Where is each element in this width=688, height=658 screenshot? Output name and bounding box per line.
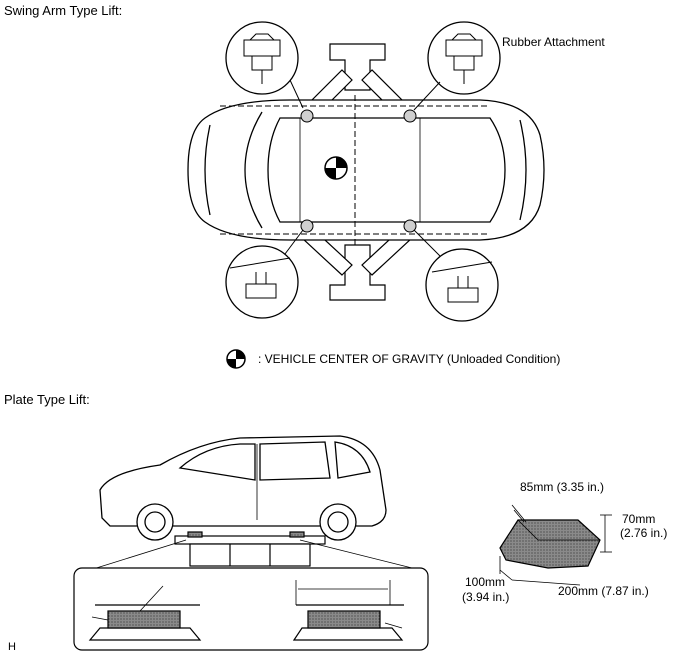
dim-height-in: (2.76 in.): [620, 526, 668, 540]
dim-depth-in: (3.94 in.): [462, 590, 510, 604]
lift-point-detail-icon: [225, 229, 499, 322]
dim-depth-mm: 100mm: [465, 575, 506, 589]
vehicle-top-view: [187, 99, 545, 241]
lift-pads: [300, 109, 417, 233]
dim-top-length: 85mm (3.35 in.): [520, 480, 605, 494]
plate-detail-box: [73, 567, 429, 651]
center-of-gravity-legend: : VEHICLE CENTER OF GRAVITY (Unloaded Co…: [258, 352, 561, 366]
swing-arm-title: Swing Arm Type Lift:: [4, 3, 123, 18]
lift-column-top: [329, 43, 386, 91]
sill-reference-lines: [220, 95, 490, 245]
vehicle-side-view: [99, 435, 387, 541]
rubber-block-icon: [499, 504, 612, 586]
corner-mark: H: [8, 641, 16, 653]
dim-height-mm: 70mm: [622, 512, 656, 526]
legend-center-of-gravity-icon: [226, 349, 246, 369]
dim-width: 200mm (7.87 in.): [558, 584, 649, 598]
rubber-attachment-label: Rubber Attachment: [502, 35, 605, 49]
rubber-attachment-detail-icon: [225, 21, 501, 111]
plate-type-title: Plate Type Lift:: [4, 392, 90, 407]
plate-lift: [89, 531, 421, 571]
center-of-gravity-icon: [324, 156, 348, 180]
